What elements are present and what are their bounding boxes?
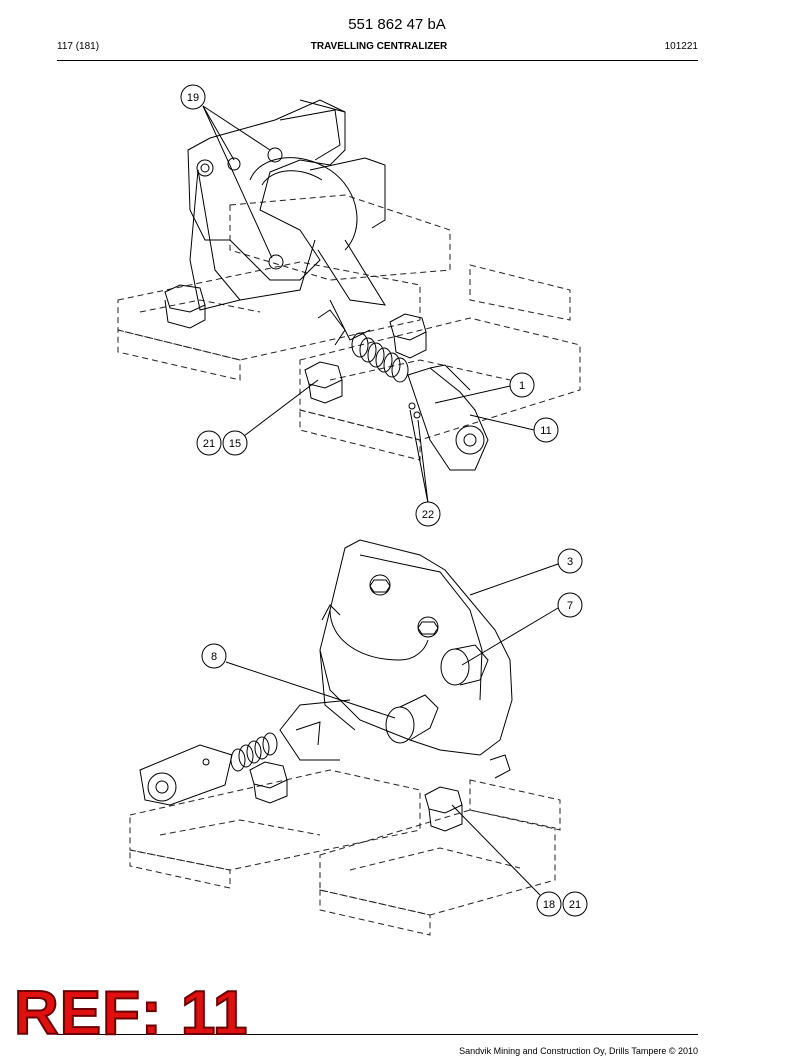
callout-11: 11 (533, 417, 559, 443)
callout-18: 18 (536, 891, 562, 917)
callout-label: 19 (187, 92, 199, 104)
callout-label: 22 (422, 509, 434, 521)
footer-copyright: Sandvik Mining and Construction Oy, Dril… (459, 1046, 698, 1056)
date-code: 101221 (664, 41, 698, 52)
callout-label: 3 (567, 556, 573, 568)
bottom-assembly-drawing (129, 539, 561, 936)
ref-stamp: REF: 11 (13, 979, 249, 1048)
callout-8: 8 (201, 643, 227, 669)
callout-7: 7 (557, 592, 583, 618)
page-title: TRAVELLING CENTRALIZER (310, 41, 448, 52)
header-rule (57, 60, 698, 61)
callout-label: 7 (567, 600, 573, 612)
callout-21-top: 21 (196, 430, 222, 456)
callout-label: 8 (211, 651, 217, 663)
callout-leaders (202, 105, 559, 896)
callout-label: 21 (569, 899, 581, 911)
callout-15: 15 (222, 430, 248, 456)
document-number: 551 862 47 bA (348, 16, 446, 33)
callout-label: 18 (543, 899, 555, 911)
callout-1: 1 (509, 372, 535, 398)
callout-21-bottom: 21 (562, 891, 588, 917)
footer-rule (57, 1034, 698, 1035)
page-number: 117 (181) (57, 41, 100, 52)
top-assembly-drawing (117, 99, 581, 471)
callout-label: 11 (540, 425, 551, 437)
callout-label: 21 (203, 438, 215, 450)
callout-3: 3 (557, 548, 583, 574)
callout-label: 15 (229, 438, 241, 450)
callout-label: 1 (519, 380, 525, 392)
callout-19: 19 (180, 84, 206, 110)
callout-22: 22 (415, 501, 441, 527)
